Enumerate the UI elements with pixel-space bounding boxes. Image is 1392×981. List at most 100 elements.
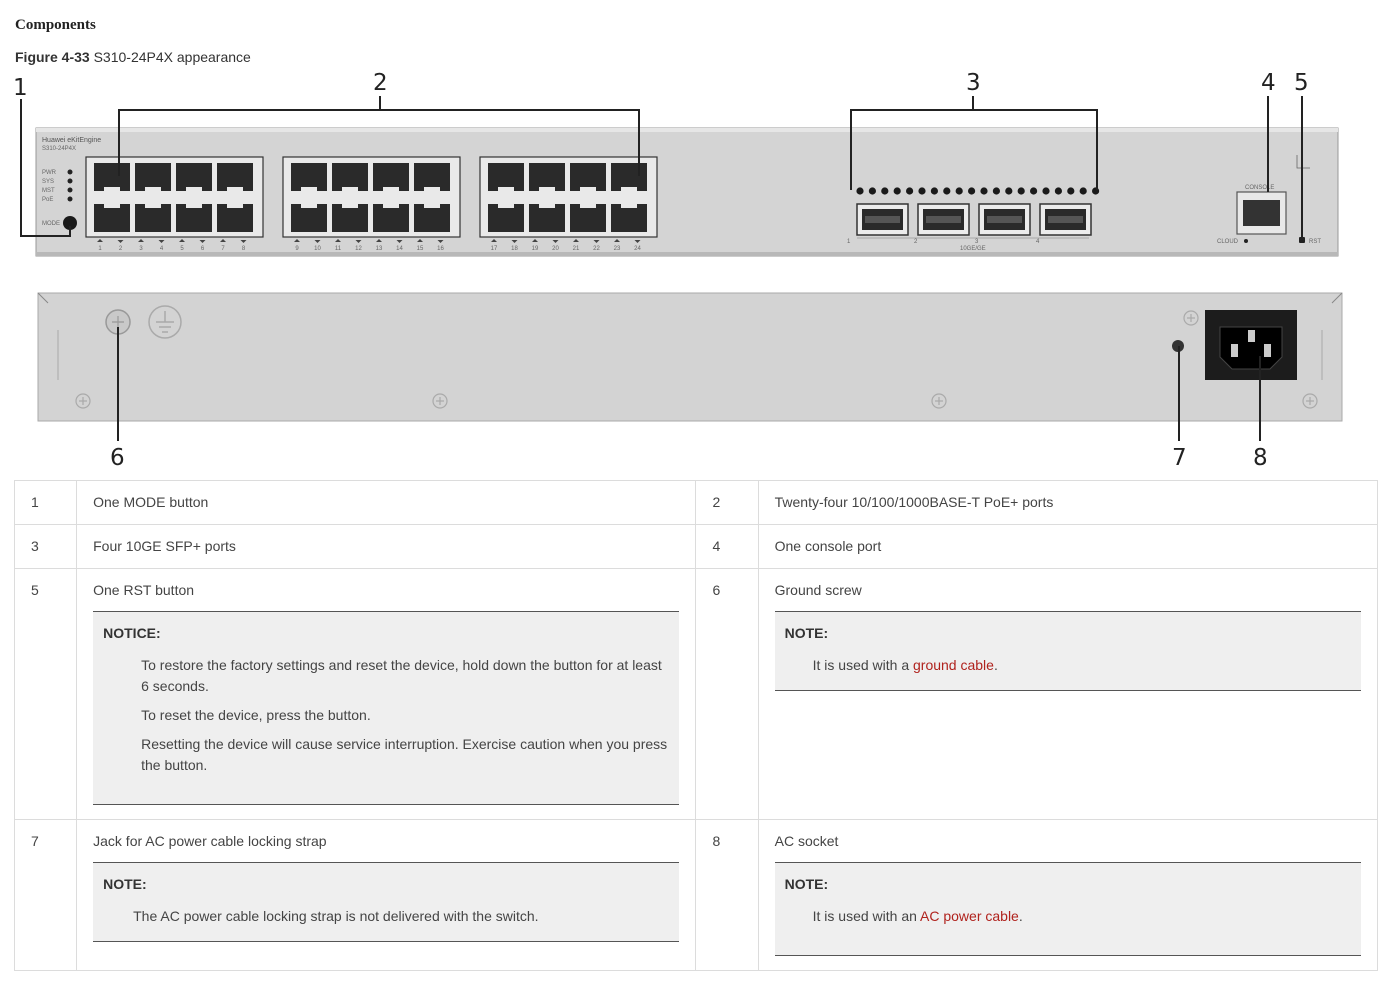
sfp-led <box>856 187 864 195</box>
item-number: 5 <box>13 568 78 820</box>
notice-text: To restore the factory settings and rese… <box>141 657 662 694</box>
figure-caption: Figure 4-33 S310-24P4X appearance <box>15 49 251 65</box>
led-indicator <box>67 169 73 175</box>
port-number-label: 12 <box>355 246 362 252</box>
device-figure: Huawei eKitEngine S310-24P4X PWR SYS MST… <box>13 70 1343 471</box>
notice-title: NOTICE: <box>103 625 161 641</box>
led-indicator <box>67 187 73 193</box>
note-title: NOTE: <box>784 625 829 641</box>
rj45-port <box>291 204 327 232</box>
item-number: 4 <box>695 524 759 569</box>
item-number: 3 <box>13 524 78 569</box>
item-cell: Jack for AC power cable locking strap NO… <box>76 819 697 971</box>
callout-number: 1 <box>13 75 28 101</box>
port-number-label: 1 <box>98 246 102 252</box>
rj45-port <box>414 163 450 191</box>
rj45-port <box>135 204 171 232</box>
brand-label: Huawei eKitEngine <box>42 137 101 144</box>
note-text: The AC power cable locking strap is not … <box>133 908 539 924</box>
item-description: Jack for AC power cable locking strap <box>93 833 327 849</box>
callout-number: 8 <box>1253 445 1268 471</box>
sfp-led <box>980 187 988 195</box>
item-description: One MODE button <box>76 480 697 525</box>
callout-number: 6 <box>110 445 125 471</box>
rj45-port <box>529 204 565 232</box>
table-row: 5 One RST button NOTICE: To restore the … <box>13 568 1379 820</box>
notice-text: To reset the device, press the button. <box>141 707 371 723</box>
item-number: 6 <box>695 568 759 820</box>
rj45-port <box>291 163 327 191</box>
note-box: NOTE: It is used with an AC power cable. <box>774 862 1361 956</box>
console-label: CONSOLE <box>1245 185 1274 191</box>
sfp-led <box>943 187 951 195</box>
port-number-label: 15 <box>417 246 424 252</box>
note-box: NOTE: The AC power cable locking strap i… <box>93 862 680 942</box>
rj45-port <box>529 163 565 191</box>
rj45-port <box>176 163 212 191</box>
sfp-led <box>992 187 1001 195</box>
sfp-port <box>917 203 970 236</box>
sfp-led <box>881 187 889 195</box>
rj45-port <box>332 204 368 232</box>
port-number-label: 21 <box>573 246 580 252</box>
screw-icon <box>1183 310 1199 326</box>
rear-panel <box>37 292 1343 422</box>
rj45-port <box>94 163 130 191</box>
table-row: 1 One MODE button 2 Twenty-four 10/100/1… <box>13 480 1379 525</box>
screw-icon <box>75 393 91 409</box>
led-label: PoE <box>42 197 53 203</box>
port-number-label: 2 <box>119 246 123 252</box>
item-description: One RST button <box>93 582 195 598</box>
ac-power-cable-link[interactable]: AC power cable <box>920 908 1019 924</box>
mode-button <box>63 216 77 230</box>
ground-symbol-icon <box>148 305 182 339</box>
notice-text: Resetting the device will cause service … <box>141 736 668 773</box>
item-description: Twenty-four 10/100/1000BASE-T PoE+ ports <box>757 480 1379 525</box>
port-number-label: 23 <box>614 246 621 252</box>
rj45-port <box>217 163 253 191</box>
port-number-label: 24 <box>634 246 641 252</box>
sfp-led-row <box>856 187 1100 195</box>
rst-label: RST <box>1309 239 1321 245</box>
ground-cable-link[interactable]: ground cable <box>913 657 994 673</box>
rj45-port <box>414 204 450 232</box>
item-description: Four 10GE SFP+ ports <box>76 524 697 569</box>
sfp-led <box>1079 187 1087 195</box>
port-number-label: 11 <box>335 246 342 252</box>
port-number-label: 18 <box>511 246 518 252</box>
led-label: PWR <box>42 170 57 176</box>
port-number-label: 20 <box>552 246 559 252</box>
front-panel: Huawei eKitEngine S310-24P4X PWR SYS MST… <box>35 127 1339 257</box>
port-number-label: 19 <box>532 246 539 252</box>
sfp-number-label: 2 <box>914 239 918 245</box>
sfp-number-label: 3 <box>975 239 979 245</box>
note-title: NOTE: <box>784 876 829 892</box>
sfp-led <box>918 187 926 195</box>
port-number-label: 10 <box>314 246 321 252</box>
item-number: 7 <box>13 819 78 971</box>
callout-number: 5 <box>1294 70 1309 96</box>
rj45-port <box>488 163 524 191</box>
sfp-led <box>1054 187 1062 195</box>
rj45-port <box>135 163 171 191</box>
sfp-led <box>1005 187 1013 195</box>
sfp-port <box>856 203 909 236</box>
item-cell: Ground screw NOTE: It is used with a gro… <box>757 568 1379 820</box>
port-number-label: 13 <box>376 246 383 252</box>
sfp-led <box>906 187 914 195</box>
sfp-led <box>1067 187 1075 195</box>
sfp-number-label: 1 <box>847 239 851 245</box>
note-box: NOTE: It is used with a ground cable. <box>774 611 1361 691</box>
sfp-led <box>1042 187 1050 195</box>
section-heading: Components <box>15 17 96 33</box>
port-number-label: 8 <box>242 246 246 252</box>
led-label: MST <box>42 188 55 194</box>
note-title: NOTE: <box>103 876 147 892</box>
item-number: 1 <box>13 480 78 525</box>
item-number: 2 <box>695 480 759 525</box>
table-row: 7 Jack for AC power cable locking strap … <box>13 819 1379 971</box>
rj45-port <box>488 204 524 232</box>
item-description: Ground screw <box>774 582 862 598</box>
